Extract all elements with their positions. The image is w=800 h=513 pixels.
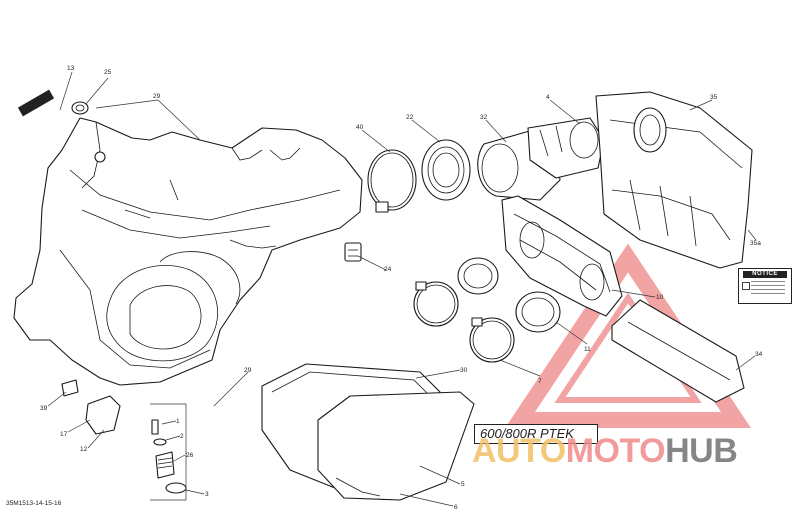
leader-lines [47, 71, 757, 507]
filter-cover-6 [317, 391, 475, 501]
callout-12: 12 [80, 446, 88, 453]
callout-11: 11 [584, 346, 591, 353]
watermark-part-3: HUB [665, 432, 738, 470]
clamp-7-upper [413, 281, 459, 327]
callout-3: 3 [205, 491, 209, 498]
airbox-housing [13, 117, 363, 386]
callout-2: 2 [180, 433, 184, 440]
adapter-4 [527, 117, 605, 179]
callout-35: 35 [710, 94, 718, 101]
callout-1: 1 [176, 418, 180, 425]
notice-icon [742, 282, 750, 290]
watermark-part-2: MOTO [565, 432, 666, 470]
callout-25: 25 [104, 69, 112, 76]
callout-32: 32 [480, 114, 488, 121]
callout-29-bottom: 29 [244, 367, 252, 374]
drawing-code: 35M1513-14-15-16 [6, 500, 62, 507]
plate-34 [611, 299, 745, 403]
ring-22 [421, 139, 471, 201]
intake-frame-10 [501, 195, 623, 317]
model-label: 600/800R PTEK [480, 426, 574, 441]
sleeve-lower [515, 291, 561, 333]
callout-numbers: 13 25 29 40 22 32 4 35 35a 24 10 11 7 34… [40, 65, 763, 511]
clamp-7-lower [469, 317, 515, 363]
callout-24: 24 [384, 266, 392, 273]
callout-39: 39 [40, 405, 48, 412]
callout-29-top: 29 [153, 93, 161, 100]
callout-35a: 35a [750, 240, 761, 247]
fastener-stack [150, 403, 187, 501]
clip-24 [344, 242, 362, 262]
callout-40: 40 [356, 124, 364, 131]
callout-30: 30 [460, 367, 468, 374]
callout-13: 13 [67, 65, 75, 72]
grommet-25 [71, 101, 89, 115]
sleeve-upper [457, 257, 499, 295]
clamp-40 [367, 149, 417, 213]
callout-17: 17 [60, 431, 68, 438]
bracket-17 [85, 395, 121, 435]
intake-box-35 [595, 91, 753, 269]
callout-26: 26 [186, 452, 194, 459]
callout-7: 7 [538, 378, 542, 385]
callout-4: 4 [546, 94, 550, 101]
model-label-box [474, 424, 598, 444]
callout-10: 10 [656, 294, 664, 301]
callout-6: 6 [454, 504, 458, 511]
callout-5: 5 [461, 481, 465, 488]
watermark-text: AUTOMOTOHUB [472, 432, 738, 471]
callout-22: 22 [406, 114, 414, 121]
notice-heading: NOTICE [743, 271, 787, 278]
notice-label-35a: NOTICE [738, 268, 792, 304]
callout-34: 34 [755, 351, 763, 358]
watermark-part-1: AUTO [472, 432, 566, 470]
